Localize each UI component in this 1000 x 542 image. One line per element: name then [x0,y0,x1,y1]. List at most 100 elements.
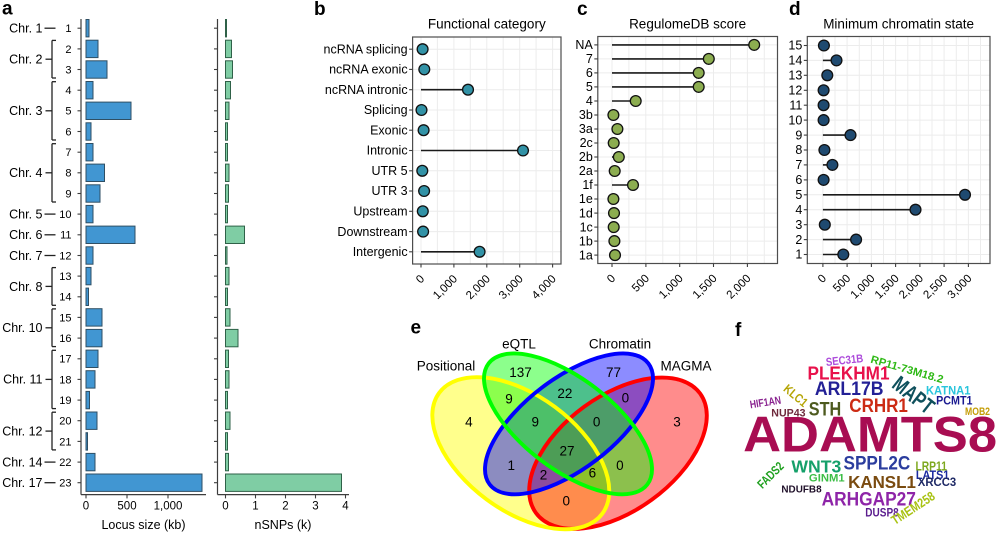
svg-text:4: 4 [342,501,349,513]
svg-text:SPPL2C: SPPL2C [844,454,911,475]
svg-text:Chr. 17: Chr. 17 [2,476,42,490]
svg-text:0: 0 [593,415,601,430]
svg-text:12: 12 [59,250,71,262]
svg-text:3: 3 [673,415,681,430]
svg-text:2: 2 [540,468,548,483]
svg-text:10: 10 [59,209,71,221]
svg-text:27: 27 [559,443,574,458]
svg-text:22: 22 [557,386,572,401]
svg-text:2a: 2a [579,164,593,178]
svg-text:0: 0 [562,494,570,509]
svg-text:0: 0 [616,458,624,473]
svg-text:MOB2: MOB2 [965,406,990,418]
svg-text:5: 5 [586,80,593,94]
svg-text:13: 13 [788,69,802,83]
svg-text:ADAMTS8: ADAMTS8 [743,407,997,463]
svg-text:Chr. 2: Chr. 2 [9,53,42,67]
svg-text:Chr. 7: Chr. 7 [9,249,42,263]
svg-text:Chr. 3: Chr. 3 [9,104,42,118]
svg-text:13: 13 [59,271,71,283]
svg-text:6: 6 [65,126,71,138]
svg-text:Chr. 10: Chr. 10 [2,321,42,335]
svg-text:LRP11: LRP11 [915,459,947,473]
svg-text:c: c [577,0,588,20]
svg-text:d: d [789,0,801,20]
svg-text:16: 16 [59,333,71,345]
svg-text:12: 12 [788,84,802,98]
svg-text:1c: 1c [580,220,593,234]
svg-text:500: 500 [117,501,136,513]
svg-text:ncRNA intronic: ncRNA intronic [325,83,408,97]
svg-text:2c: 2c [580,136,593,150]
svg-text:3b: 3b [579,108,593,122]
svg-text:RegulomeDB score: RegulomeDB score [629,17,746,32]
svg-text:17: 17 [59,354,71,366]
svg-text:10: 10 [788,113,802,127]
svg-text:Intronic: Intronic [367,144,408,158]
svg-text:Positional: Positional [417,359,476,374]
svg-text:15: 15 [59,312,71,324]
svg-text:KATNA1: KATNA1 [926,383,971,397]
svg-text:4: 4 [465,415,473,430]
svg-text:Chr. 4: Chr. 4 [9,166,42,180]
svg-text:6: 6 [586,66,593,80]
svg-text:7: 7 [65,147,71,159]
svg-text:1b: 1b [579,234,593,248]
svg-text:nSNPs (k): nSNPs (k) [255,518,312,532]
svg-text:11: 11 [789,98,802,112]
svg-text:Splicing: Splicing [364,103,408,117]
svg-text:f: f [735,320,742,341]
svg-text:1: 1 [507,458,515,473]
svg-text:Intergenic: Intergenic [353,245,408,259]
svg-text:7: 7 [586,52,593,66]
svg-text:4: 4 [65,85,71,97]
svg-text:Chr. 12: Chr. 12 [2,424,42,438]
svg-text:DUSP8: DUSP8 [865,505,899,519]
svg-text:ARL17B: ARL17B [815,379,884,400]
svg-text:1: 1 [65,23,71,35]
svg-text:9: 9 [795,128,802,142]
svg-text:XRCC3: XRCC3 [918,477,956,489]
svg-text:KANSL1: KANSL1 [848,472,916,492]
svg-text:Locus size (kb): Locus size (kb) [101,518,185,532]
svg-text:CRHR1: CRHR1 [849,396,908,417]
svg-text:77: 77 [606,365,621,380]
svg-text:PCMT1: PCMT1 [936,396,973,408]
svg-text:4: 4 [586,94,593,108]
svg-text:0: 0 [222,501,228,513]
svg-text:11: 11 [60,230,71,242]
svg-text:20: 20 [59,416,71,428]
svg-text:NUP43: NUP43 [771,408,805,420]
svg-text:3a: 3a [579,122,593,136]
svg-text:3: 3 [312,501,318,513]
svg-text:23: 23 [59,478,71,490]
svg-text:8: 8 [795,143,802,157]
svg-text:21: 21 [59,436,71,448]
svg-text:19: 19 [59,395,71,407]
svg-text:Chr. 1: Chr. 1 [9,22,42,36]
svg-text:22: 22 [59,457,71,469]
svg-text:ncRNA splicing: ncRNA splicing [324,42,408,56]
svg-text:MAGMA: MAGMA [660,359,711,374]
svg-text:Functional category: Functional category [428,17,546,32]
svg-text:Chr. 14: Chr. 14 [2,455,42,469]
svg-text:NA: NA [575,38,593,52]
svg-text:5: 5 [795,188,802,202]
svg-text:6: 6 [795,173,802,187]
svg-text:6: 6 [589,465,597,480]
svg-text:1a: 1a [579,248,593,262]
svg-text:1,000: 1,000 [154,501,183,513]
svg-text:Chr. 8: Chr. 8 [9,280,42,294]
svg-text:1: 1 [252,501,258,513]
svg-text:2: 2 [795,233,802,247]
svg-text:9: 9 [532,415,540,430]
svg-text:9: 9 [505,391,513,406]
svg-text:Exonic: Exonic [370,123,408,137]
svg-text:Chromatin: Chromatin [589,337,651,352]
svg-text:1e: 1e [579,192,593,206]
svg-text:7: 7 [795,158,802,172]
svg-text:HIF1AN: HIF1AN [749,395,782,412]
svg-text:b: b [314,0,326,20]
svg-text:0: 0 [622,391,630,406]
svg-text:1: 1 [795,248,802,262]
